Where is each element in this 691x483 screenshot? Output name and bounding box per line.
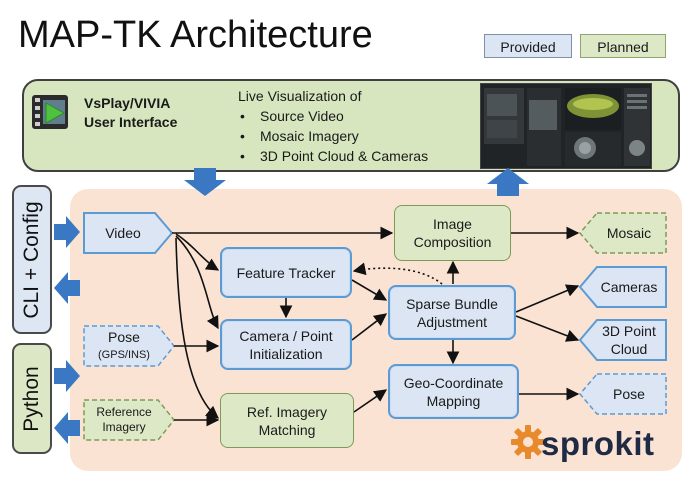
mosaic-output-shape: [579, 212, 667, 254]
arrow-ui-down: [184, 168, 226, 196]
mosaic-output: Mosaic: [592, 213, 666, 253]
pose-input: Pose (GPS/INS): [84, 326, 164, 366]
point-cloud-output: 3D Point Cloud: [592, 320, 666, 360]
edge-refmatch-geo: [353, 389, 388, 413]
mosaic-output-label: Mosaic: [606, 225, 652, 241]
sba-line1: Sparse Bundle: [406, 295, 498, 312]
composition-line2: Composition: [413, 234, 492, 250]
edge-sba-cameras: [515, 284, 580, 313]
bullet: •: [240, 128, 245, 144]
arrow-ui-up: [487, 168, 529, 196]
pose-input-shape: [83, 325, 175, 367]
python-panel: Python: [12, 343, 52, 454]
video-input-shape: [83, 212, 174, 254]
ref-matching-line2: Matching: [258, 421, 316, 438]
live-item: Mosaic Imagery: [260, 128, 359, 144]
cloud-output-shape: [578, 319, 667, 361]
edge-sba-tracker-feedback: [352, 262, 443, 285]
image-composition-node: Image Composition: [394, 205, 511, 261]
sprokit-core-panel: [70, 189, 682, 471]
geo-line2: Mapping: [426, 392, 481, 409]
edge-video-caminit: [175, 235, 219, 330]
pose-output-label: Pose: [613, 386, 645, 402]
cli-config-panel: CLI + Config: [12, 185, 52, 334]
arrow-python-out: [54, 412, 80, 444]
live-item: 3D Point Cloud & Cameras: [260, 148, 429, 164]
arrow-cli-out: [54, 272, 80, 304]
composition-line1: Image: [433, 216, 472, 232]
sprokit-logo: sprokit: [513, 425, 655, 463]
live-heading: Live Visualization of: [238, 88, 362, 104]
legend-provided: Provided: [484, 34, 572, 58]
ui-title: VsPlay/VIVIA User Interface: [84, 94, 177, 132]
pose-input-sublabel: (GPS/INS): [98, 349, 150, 361]
camera-init-line2: Initialization: [249, 345, 323, 362]
camera-point-init-node: Camera / Point Initialization: [220, 319, 352, 370]
cameras-output-shape: [578, 266, 667, 308]
arrow-python-in: [54, 360, 80, 392]
video-input-label: Video: [105, 225, 141, 241]
arrow-cli-in: [54, 216, 80, 248]
sba-line2: Adjustment: [416, 313, 488, 330]
camera-init-line1: Camera / Point: [239, 327, 333, 344]
reference-input-shape: [83, 399, 175, 441]
pose-output-shape: [579, 373, 667, 415]
cloud-output-line1: 3D Point: [602, 323, 656, 339]
geo-line1: Geo-Coordinate: [403, 374, 504, 391]
legend-planned: Planned: [580, 34, 666, 58]
video-input: Video: [84, 213, 162, 253]
pose-input-label: Pose: [108, 329, 140, 345]
bullet: •: [240, 148, 245, 164]
reference-imagery-input: Reference Imagery: [84, 400, 164, 440]
film-play-icon: [32, 95, 68, 129]
reference-input-line2: Imagery: [102, 420, 146, 434]
feature-tracker-node: Feature Tracker: [220, 247, 352, 298]
bullet: •: [240, 108, 245, 124]
edge-video-tracker: [175, 233, 220, 271]
cameras-output: Cameras: [592, 267, 666, 307]
ref-imagery-matching-node: Ref. Imagery Matching: [220, 393, 354, 448]
reference-input-line1: Reference: [96, 405, 152, 419]
ui-title-line1: VsPlay/VIVIA: [84, 95, 171, 111]
live-item: Source Video: [260, 108, 344, 124]
sparse-bundle-adjustment-node: Sparse Bundle Adjustment: [388, 285, 516, 340]
ref-matching-line1: Ref. Imagery: [246, 403, 328, 420]
feature-tracker-label: Feature Tracker: [236, 264, 336, 281]
pose-output: Pose: [592, 374, 666, 414]
geo-coordinate-mapping-node: Geo-Coordinate Mapping: [388, 364, 519, 419]
cameras-output-label: Cameras: [600, 279, 658, 295]
ui-title-line2: User Interface: [84, 114, 178, 130]
page-title: MAP-TK Architecture: [18, 14, 373, 56]
edge-sba-cloud: [515, 315, 580, 342]
edge-tracker-sba: [351, 279, 388, 301]
edge-video-refmatch: [175, 237, 219, 419]
edge-caminit-sba: [351, 313, 388, 341]
visualization-screenshot: [480, 83, 652, 169]
cloud-output-line2: Cloud: [610, 341, 648, 357]
live-visualization-list: Live Visualization of • Source Video • Mos…: [238, 86, 428, 166]
gear-icon: [511, 425, 545, 459]
sprokit-logo-text: sprokit: [541, 425, 655, 462]
